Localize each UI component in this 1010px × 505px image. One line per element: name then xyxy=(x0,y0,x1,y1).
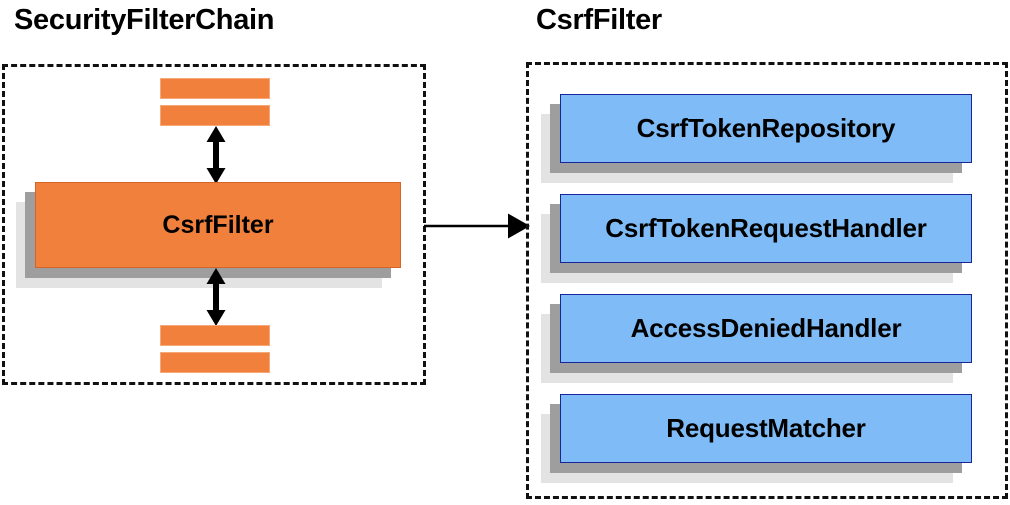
panel-security-filter-chain xyxy=(2,64,426,385)
block-label-csrf-token-request-handler: CsrfTokenRequestHandler xyxy=(560,194,972,263)
arrow-chain-to-csrffilter-detail xyxy=(424,213,530,239)
panel-title-csrf-filter: CsrfFilter xyxy=(536,4,662,36)
filter-bar-below-2 xyxy=(160,352,270,373)
panel-title-security-filter-chain: SecurityFilterChain xyxy=(14,4,275,36)
arrow-csrffilter-to-next-filter xyxy=(206,268,226,326)
block-label-csrf-filter: CsrfFilter xyxy=(35,182,401,268)
block-label-request-matcher: RequestMatcher xyxy=(560,394,972,463)
panel-csrf-filter xyxy=(526,62,1008,499)
block-label-access-denied-handler: AccessDeniedHandler xyxy=(560,294,972,363)
block-csrf-filter[interactable]: CsrfFilter xyxy=(16,182,401,288)
block-access-denied-handler[interactable]: AccessDeniedHandler xyxy=(541,294,972,383)
block-csrf-token-request-handler[interactable]: CsrfTokenRequestHandler xyxy=(541,194,972,283)
filter-bar-above-2 xyxy=(160,105,270,126)
arrow-csrffilter-to-previous-filter xyxy=(206,126,226,184)
filter-bar-above-1 xyxy=(160,78,270,99)
block-label-csrf-token-repository: CsrfTokenRepository xyxy=(560,94,972,163)
block-request-matcher[interactable]: RequestMatcher xyxy=(541,394,972,483)
filter-bar-below-1 xyxy=(160,325,270,346)
block-csrf-token-repository[interactable]: CsrfTokenRepository xyxy=(541,94,972,183)
